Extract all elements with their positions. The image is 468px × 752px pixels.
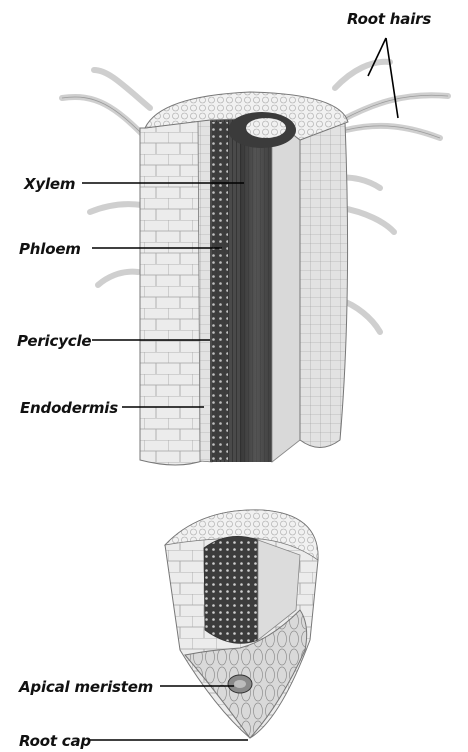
root-hairs-leader-1 <box>368 38 386 76</box>
label-xylem: Xylem <box>24 175 75 193</box>
label-endodermis: Endodermis <box>20 399 118 417</box>
label-apical-meristem: Apical meristem <box>19 678 153 696</box>
label-root-cap: Root cap <box>19 732 91 750</box>
label-root-hairs: Root hairs <box>347 10 431 28</box>
label-phloem: Phloem <box>19 240 81 258</box>
label-pericycle: Pericycle <box>17 332 91 350</box>
root-hairs-leader-2 <box>386 38 398 118</box>
